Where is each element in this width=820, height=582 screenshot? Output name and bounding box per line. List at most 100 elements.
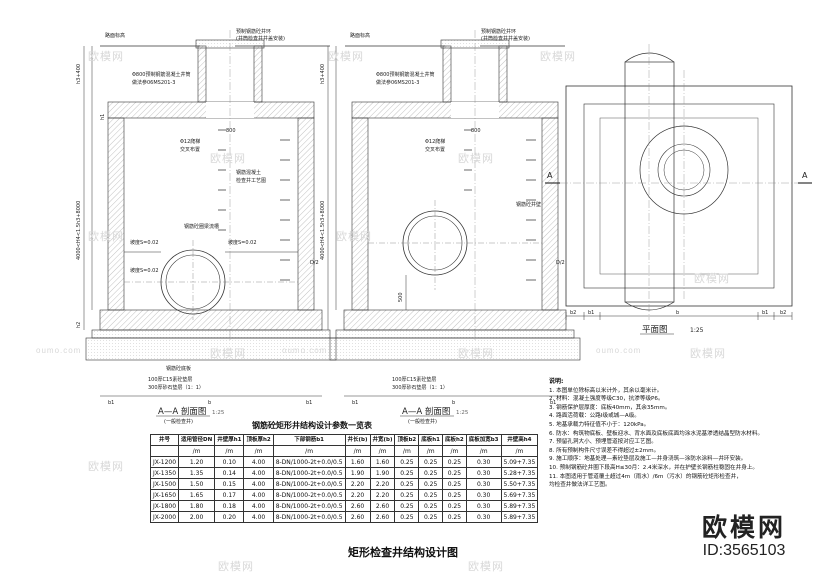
table-cell: 0.25 [394,467,420,479]
table-header: 底板h1 [418,434,443,446]
watermark-text: 欧模网 [210,348,246,360]
table-cell: 0.30 [465,456,502,468]
middle-section-scale: 1:25 [456,410,469,416]
left-dim-b1: b1 [108,400,114,406]
table-cell: 4.00 [243,456,274,468]
watermark-site: oumo.com [596,346,642,355]
table-cell: 2.60 [369,511,396,523]
table-cell: 5.89+7.35 [500,511,539,523]
left-ring-note: 做法参06MS201-3 [132,79,175,86]
left-channel-label: 钢筋砼圈梁流槽 [184,223,219,230]
table-unit: /m [394,445,420,457]
watermark-text: 欧模网 [218,561,254,573]
middle-ring-label: Φ800预制钢筋混凝土井筒 [376,71,434,78]
table-cell: 0.20 [214,511,245,523]
middle-dim-d2: D/2 [556,260,565,266]
plan-a-right: A [802,171,808,180]
left-slope-left: 坡度S=0.02 [130,239,159,246]
watermark-text: 欧模网 [694,273,730,285]
middle-ring-note: 做法参06MS201-3 [376,79,419,86]
note-item: 5. 地基承载力特征值不小于：120kPa。 [549,421,650,428]
table-unit: /m [465,445,502,457]
table-cell: 1.80 [178,500,216,512]
left-dim-h1: h1 [100,114,106,120]
table-cell: 0.25 [394,478,420,490]
table-cell: 2.00 [178,511,216,523]
plan-a-left: A [547,171,553,180]
middle-cover-label: 预制钢筋砼井环 [481,28,516,35]
note-item: 7. 预留孔洞大小、预埋管道按对应工艺图。 [549,439,657,446]
watermark-text: 欧模网 [88,51,124,63]
table-cell: 4.00 [243,467,274,479]
table-cell: 0.30 [465,500,502,512]
left-base3-label: 300厚砂石垫层（1：1） [148,384,204,391]
table-unit: /m [369,445,396,457]
table-cell: 0.25 [418,478,443,490]
table-cell: 0.17 [214,489,245,501]
note-item: 10. 预制钢筋砼井圈下段高H≤30月：2.4米深水，并在护壁长钢筋柱稳固在井身… [549,464,758,471]
left-road-label: 路面标高 [105,32,125,39]
note-item: 3. 钢筋保护层厚度：底板40mm，其余35mm。 [549,404,671,411]
left-base2-label: 100厚C15素砼垫层 [148,376,192,383]
note-item: 6. 防水：构筑物底板、壁板迎水、背水面及底板底面均涂水泥基渗透结晶型防水材料。 [549,430,764,437]
table-cell: 0.25 [394,489,420,501]
table-cell: 0.25 [442,500,467,512]
left-section-subtitle: (一般检查井) [164,418,193,425]
watermark-text: 欧模网 [88,231,124,243]
table-header: 顶板b2 [394,434,420,446]
table-header: 井宽(b) [369,434,396,446]
table-cell: 4.00 [243,478,274,490]
watermark-brand: 欧模网 [701,513,786,542]
notes-title: 说明: [549,378,564,385]
table-cell: 0.25 [442,511,467,523]
left-ladder-note: 交叉布置 [180,146,200,153]
note-item: 均检查井做法详工艺图。 [549,482,611,489]
note-item: 8. 所有预制构件尺寸误差不得超过±2mm。 [549,447,660,454]
table-cell: 0.25 [418,500,443,512]
table-header: 井长(b) [344,434,371,446]
table-cell: 0.14 [214,467,245,479]
plan-dim-b: b [676,310,679,316]
left-dim-800: 800 [226,128,236,134]
table-cell: 8-DN/1000-2t+0.0/0.5 [272,456,346,468]
left-dim-h3: h3+400 [76,64,82,84]
middle-ladder-label: Φ12爬梯 [425,138,445,145]
left-slope-right: 坡度S=0.02 [228,239,257,246]
watermark-logo: 欧模网 ID:3565103 [690,508,798,560]
middle-section-subtitle: (一般检查井) [408,418,437,425]
table-cell-code: JX-1800 [149,500,180,512]
watermark-text: 欧模网 [458,348,494,360]
table-cell: 4.00 [243,500,274,512]
table-unit: /m [243,445,274,457]
left-ladder-label: Φ12爬梯 [180,138,200,145]
left-slope-left2: 坡度S=0.02 [130,267,159,274]
left-dim-h2: h2 [76,322,82,328]
table-cell: 2.20 [369,489,396,501]
table-cell-code: JX-1200 [149,456,180,468]
middle-base3-label: 300厚砂石垫层（1：1） [392,384,448,391]
watermark-text: 欧模网 [468,561,504,573]
table-title: 钢筋砼矩形井结构设计参数一览表 [252,421,372,430]
table-cell: 1.50 [178,478,216,490]
table-unit: /m [214,445,245,457]
table-cell: 0.15 [214,478,245,490]
table-cell: 2.60 [344,511,371,523]
table-header: 井壁高h4 [500,434,539,446]
plan-dim-b2-right: b2 [780,310,786,316]
table-unit [149,445,180,457]
table-cell: 0.25 [442,478,467,490]
table-unit: /m [442,445,467,457]
table-header: 井壁厚h1 [214,434,245,446]
table-unit: /m [500,445,539,457]
middle-section-title: A—A 剖面图 [402,406,450,417]
table-cell: 1.90 [369,467,396,479]
table-cell: 8-DN/1000-2t+0.0/0.5 [272,500,346,512]
middle-dim-hv: 4000<H4<1.5h3+8000 [320,201,326,260]
table-cell: 0.30 [465,511,502,523]
watermark-text: 欧模网 [690,348,726,360]
table-cell: 0.30 [465,489,502,501]
